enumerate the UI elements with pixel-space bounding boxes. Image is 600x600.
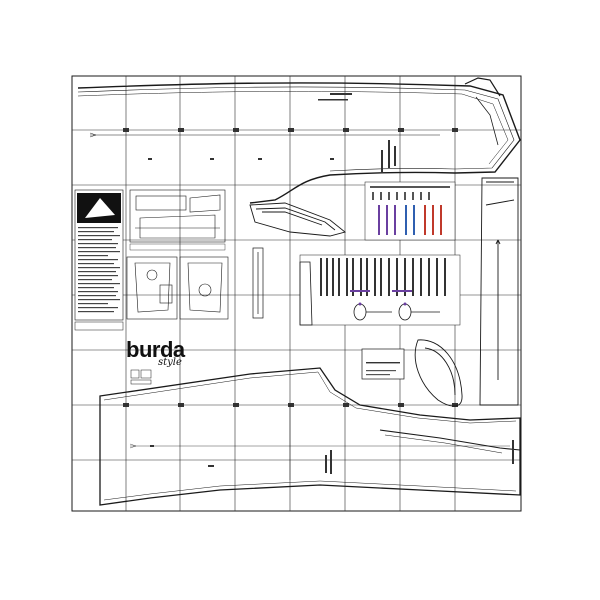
pattern-title-box bbox=[361, 348, 405, 380]
waistband-markings bbox=[148, 93, 396, 172]
size-chart bbox=[364, 181, 456, 241]
trouser-leg-piece bbox=[99, 367, 521, 506]
code-marks bbox=[130, 369, 152, 385]
fly-piece bbox=[299, 261, 313, 326]
belt-loop-piece bbox=[252, 247, 264, 319]
brand-name: burda bbox=[126, 337, 185, 362]
brand-subtitle: style bbox=[158, 357, 182, 368]
pocket-lining-piece bbox=[414, 339, 463, 407]
measurement-table bbox=[299, 254, 461, 326]
trouser-leg-markings bbox=[150, 440, 514, 474]
cutting-layout-top bbox=[129, 189, 226, 251]
instruction-panel bbox=[74, 189, 124, 331]
pocket-piece bbox=[249, 202, 346, 237]
tile-marks bbox=[123, 128, 458, 407]
burda-logo: burda style bbox=[126, 339, 186, 379]
vertical-strip-piece bbox=[479, 177, 519, 406]
tiling-grid bbox=[72, 76, 521, 511]
cutting-layout-bottom bbox=[126, 256, 229, 320]
waistband-piece bbox=[77, 77, 521, 204]
